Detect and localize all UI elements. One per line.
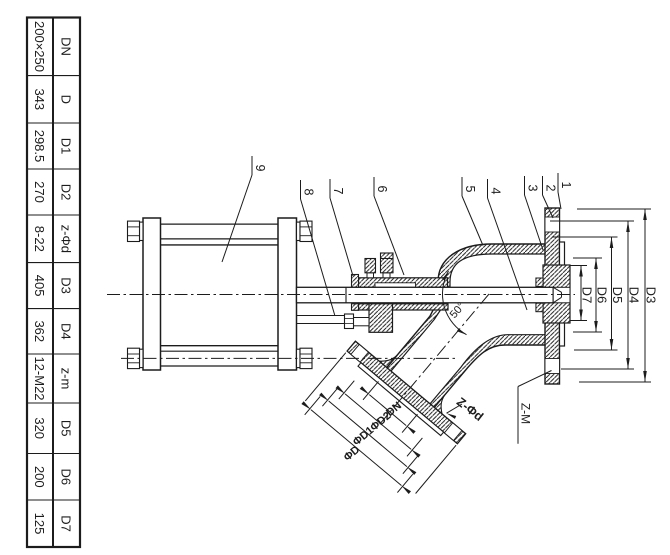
svg-text:362: 362 <box>32 320 47 342</box>
svg-text:1: 1 <box>559 182 573 189</box>
svg-text:z-m: z-m <box>59 368 74 390</box>
svg-text:4: 4 <box>489 188 503 195</box>
svg-text:6: 6 <box>375 186 389 193</box>
svg-text:405: 405 <box>32 275 47 297</box>
svg-text:270: 270 <box>32 181 47 203</box>
svg-text:8: 8 <box>302 189 316 196</box>
svg-text:D3: D3 <box>643 287 658 304</box>
svg-text:5: 5 <box>463 186 477 193</box>
svg-text:D5: D5 <box>59 420 74 437</box>
svg-text:D7: D7 <box>579 287 594 304</box>
svg-text:125: 125 <box>32 513 47 535</box>
svg-text:D: D <box>59 95 74 104</box>
svg-text:DN: DN <box>59 37 74 56</box>
svg-text:D4: D4 <box>626 287 641 304</box>
svg-text:200×250: 200×250 <box>32 21 47 72</box>
svg-text:298.5: 298.5 <box>32 130 47 163</box>
svg-text:Z-M: Z-M <box>519 403 533 424</box>
svg-text:D1: D1 <box>59 138 74 155</box>
svg-text:D2: D2 <box>59 184 74 201</box>
svg-text:D6: D6 <box>594 287 609 304</box>
svg-text:D5: D5 <box>610 287 625 304</box>
svg-text:12-M22: 12-M22 <box>32 356 47 400</box>
svg-text:320: 320 <box>32 417 47 439</box>
svg-text:200: 200 <box>32 466 47 488</box>
svg-text:9: 9 <box>253 165 267 172</box>
svg-text:2: 2 <box>544 185 558 192</box>
svg-text:D7: D7 <box>59 515 74 532</box>
svg-text:343: 343 <box>32 88 47 110</box>
svg-text:D3: D3 <box>59 277 74 294</box>
svg-text:7: 7 <box>331 188 345 195</box>
svg-text:3: 3 <box>526 185 540 192</box>
svg-text:z-Φd: z-Φd <box>59 225 74 253</box>
svg-text:D6: D6 <box>59 468 74 485</box>
svg-text:D4: D4 <box>59 323 74 340</box>
svg-text:8-22: 8-22 <box>32 226 47 252</box>
